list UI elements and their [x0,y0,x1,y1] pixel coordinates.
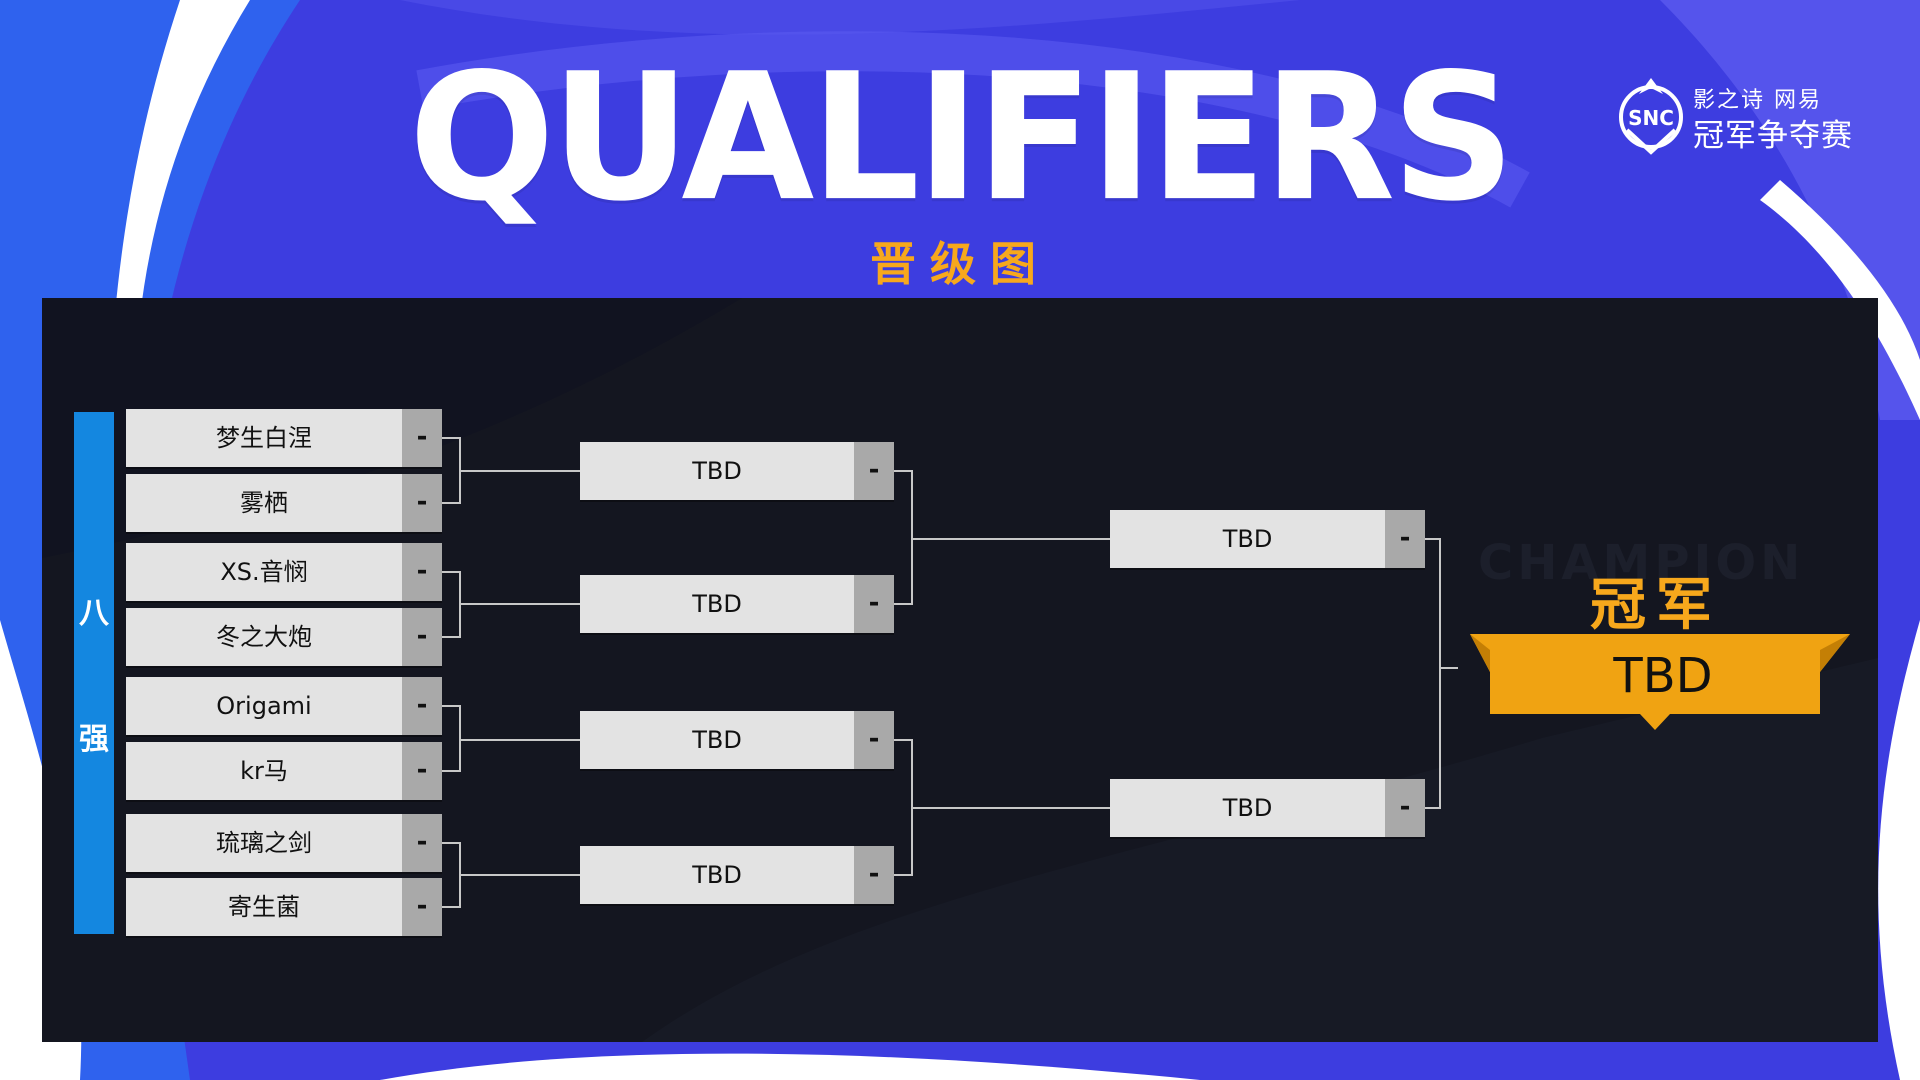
team-name: TBD [1222,525,1273,553]
page-subtitle: 晋级图 [870,237,1050,291]
team-score: - [402,742,442,800]
round1-slot[interactable]: 梦生白涅 - [126,409,442,467]
team-name: kr马 [240,757,288,785]
logo-line-1: 影之诗 网易 [1693,88,1822,113]
logo-emblem-text: SNC [1628,106,1674,130]
team-name: 寄生菌 [228,893,300,921]
stage-label-bar [74,412,114,934]
round1-slot[interactable]: kr马 - [126,742,442,800]
team-name: TBD [692,726,742,754]
team-name: 梦生白涅 [216,424,312,452]
team-score: - [1385,779,1425,837]
team-score: - [402,677,442,735]
team-score: - [402,878,442,936]
team-name: 琉璃之剑 [216,829,312,857]
champion-banner [1470,634,1850,730]
team-score: - [402,608,442,666]
champion-watermark: CHAMPION [1478,535,1805,591]
team-score: - [402,814,442,872]
champion-name[interactable]: TBD [1613,648,1713,704]
team-score: - [402,543,442,601]
team-score: - [1385,510,1425,568]
page-title: QUALIFIERS [408,34,1516,241]
round2-slot[interactable]: TBD - [580,442,894,500]
round2-slot[interactable]: TBD - [580,711,894,769]
champion-label: 冠军 [1590,573,1722,638]
team-score: - [854,442,894,500]
team-name: 冬之大炮 [216,623,312,651]
stage-label-char-2: 强 [79,722,109,757]
round2-slot[interactable]: TBD - [580,575,894,633]
team-name: Origami [216,692,312,720]
team-name: TBD [692,861,742,889]
team-score: - [854,575,894,633]
tournament-logo: SNC [1619,78,1683,155]
round1-slot[interactable]: Origami - [126,677,442,735]
round1-slot[interactable]: 冬之大炮 - [126,608,442,666]
team-score: - [402,474,442,532]
round3-slot[interactable]: TBD - [1110,510,1425,568]
stage-label-char-1: 八 [79,596,109,631]
round1-slot[interactable]: 雾栖 - [126,474,442,532]
team-score: - [854,711,894,769]
team-name: 雾栖 [240,489,288,517]
round1-slot[interactable]: 琉璃之剑 - [126,814,442,872]
round3-slot[interactable]: TBD - [1110,779,1425,837]
team-name: TBD [692,457,742,485]
team-score: - [402,409,442,467]
round1-slot[interactable]: XS.音悯 - [126,543,442,601]
logo-line-2: 冠军争夺赛 [1693,118,1853,154]
team-name: XS.音悯 [220,558,308,586]
team-name: TBD [692,590,742,618]
round2-slot[interactable]: TBD - [580,846,894,904]
team-score: - [854,846,894,904]
team-name: TBD [1222,794,1273,822]
round1-slot[interactable]: 寄生菌 - [126,878,442,936]
